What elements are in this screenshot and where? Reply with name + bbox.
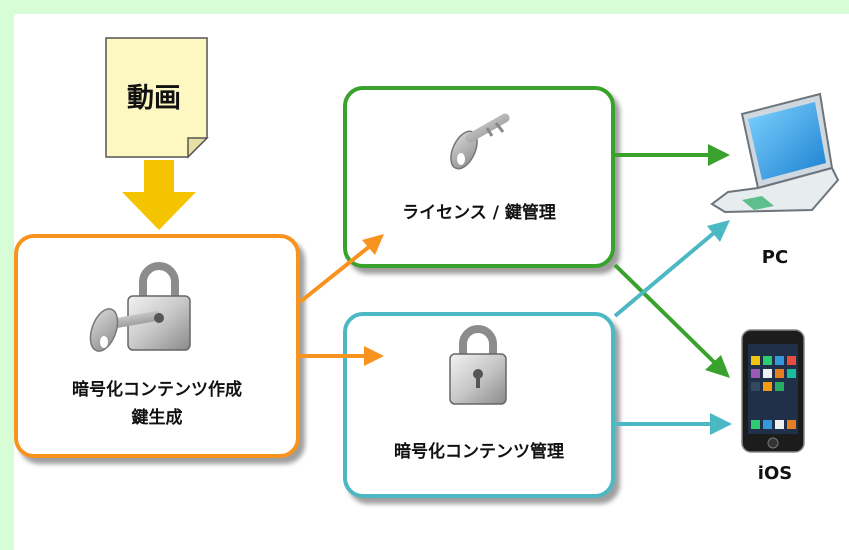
video-label: 動画 <box>127 83 181 114</box>
encrypt-content-label: 暗号化コンテンツ作成 鍵生成 <box>72 380 242 428</box>
teal-arrow-to-ios <box>615 413 732 435</box>
orange-arrow-to-license <box>298 234 384 304</box>
padlock-icon <box>449 325 507 405</box>
key-icon <box>450 113 510 170</box>
yellow-arrow-down <box>122 160 196 230</box>
padlock-key-icon <box>89 262 191 352</box>
license-key-label: ライセンス / 鍵管理 <box>402 203 556 223</box>
content-management-label: 暗号化コンテンツ管理 <box>394 442 564 462</box>
iphone-icon <box>741 329 805 453</box>
orange-arrow-to-content <box>300 346 384 366</box>
teal-arrow-to-pc <box>613 220 730 318</box>
encrypted-content-management-box <box>343 312 615 498</box>
laptop-icon <box>710 92 840 214</box>
video-document-icon <box>105 37 209 159</box>
green-arrow-to-pc <box>615 144 730 166</box>
pc-label: PC <box>761 247 789 268</box>
green-arrow-to-ios <box>613 263 730 378</box>
license-key-management-box <box>343 86 615 268</box>
ios-label: iOS <box>757 463 793 484</box>
